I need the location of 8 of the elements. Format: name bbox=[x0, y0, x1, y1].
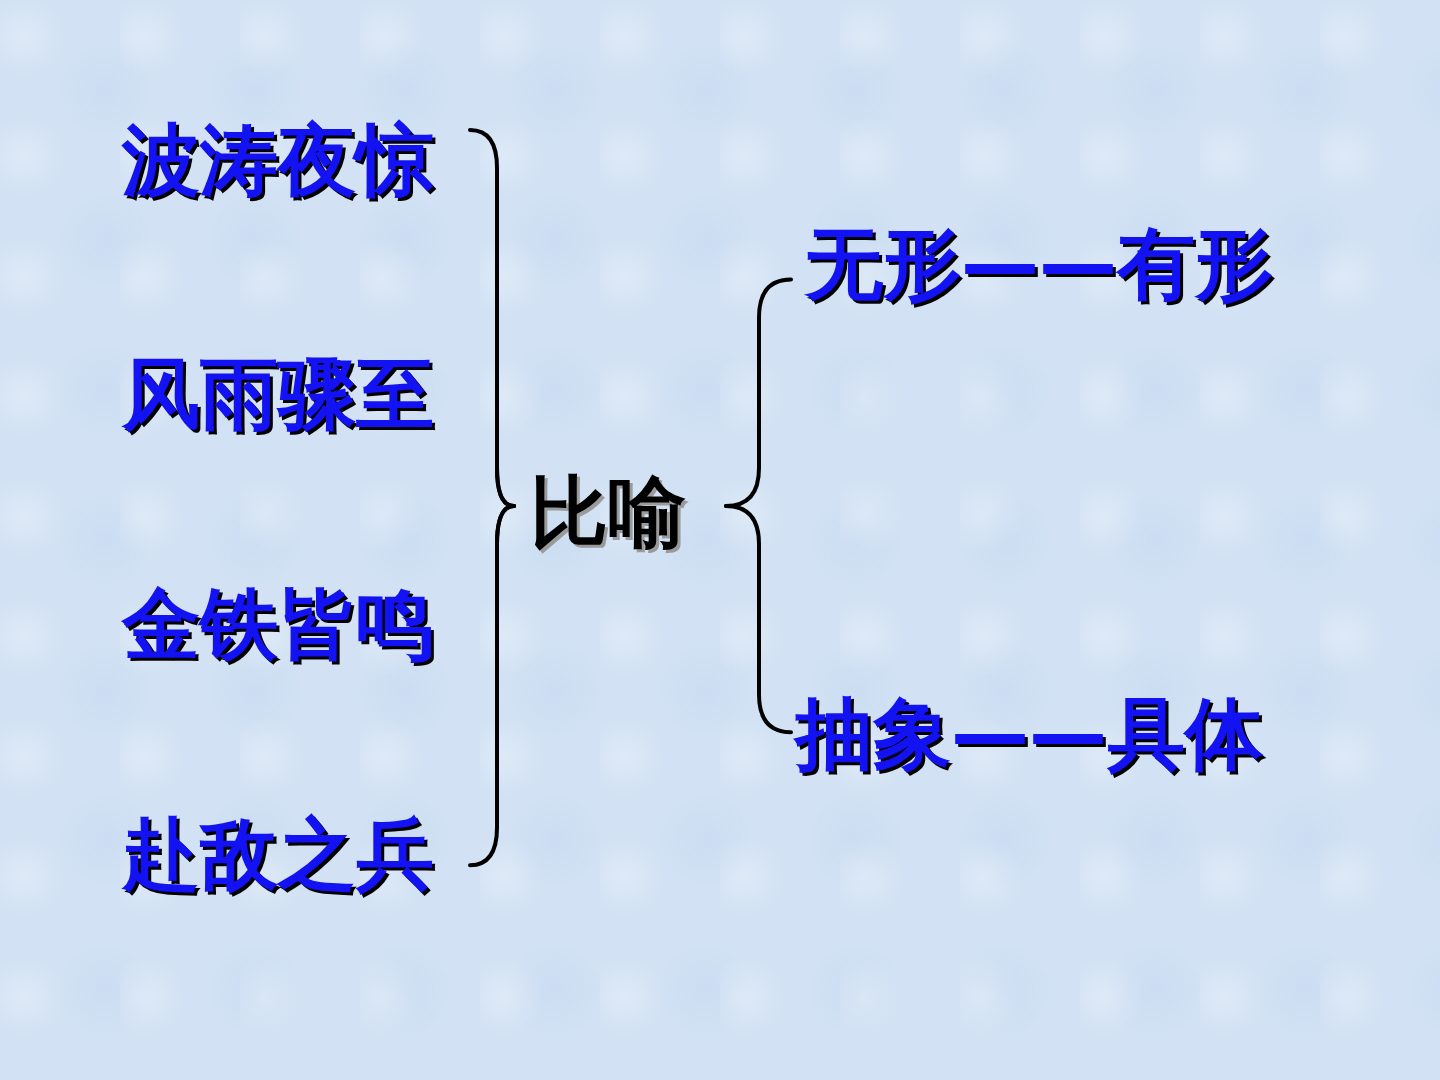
category-label: 比喻 bbox=[528, 470, 711, 556]
term-label: 抽象——具体 bbox=[795, 692, 1263, 778]
term-label: 风雨骤至 bbox=[122, 352, 472, 438]
term-label: 波涛夜惊 bbox=[122, 118, 472, 204]
brace-line bbox=[724, 504, 793, 735]
term-label: 无形——有形 bbox=[805, 222, 1273, 308]
term-label: 赴敌之兵 bbox=[122, 812, 472, 898]
term-label: 金铁皆鸣 bbox=[122, 582, 472, 668]
